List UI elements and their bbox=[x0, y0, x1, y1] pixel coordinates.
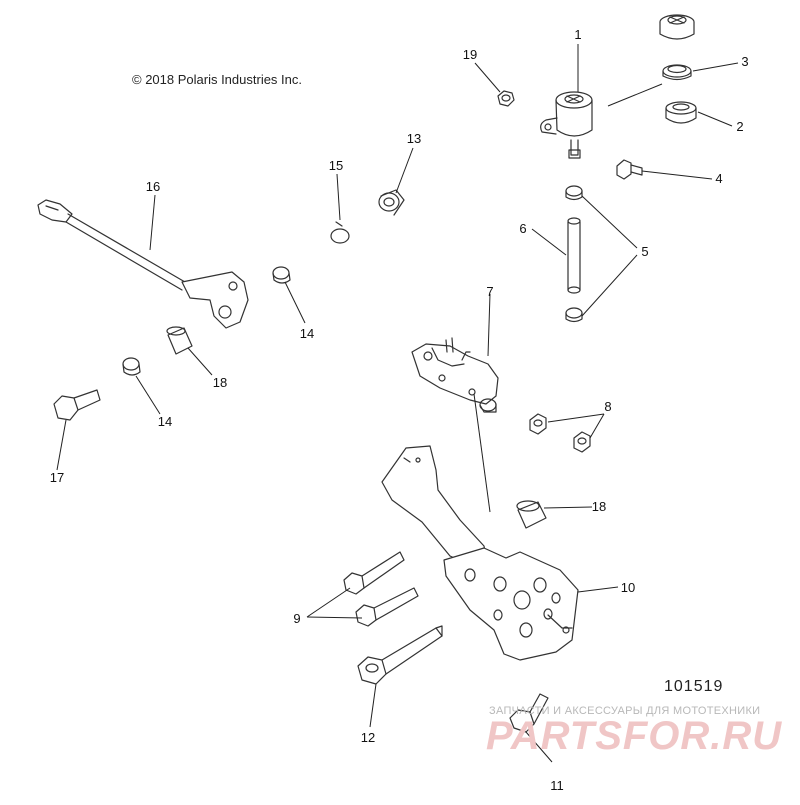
bolt-part bbox=[343, 551, 419, 627]
bracket-part bbox=[443, 547, 579, 661]
callout-14-upper: 14 bbox=[300, 326, 314, 341]
callout-14-lower: 14 bbox=[158, 414, 172, 429]
screw-part bbox=[616, 159, 643, 180]
bolt-part bbox=[357, 625, 443, 685]
callout-3: 3 bbox=[741, 54, 748, 69]
copyright-notice: © 2018 Polaris Industries Inc. bbox=[132, 72, 302, 87]
bushing-part bbox=[378, 189, 405, 216]
drawing-number: 101519 bbox=[664, 678, 724, 695]
callout-9: 9 bbox=[293, 611, 300, 626]
callout-11: 11 bbox=[550, 778, 564, 793]
callout-labels: 1 2 3 4 5 6 7 8 9 10 11 12 13 14 14 15 1… bbox=[50, 27, 749, 793]
nut-part bbox=[529, 413, 591, 453]
bushing-small-part bbox=[272, 266, 291, 284]
callout-8: 8 bbox=[604, 399, 611, 414]
callout-17: 17 bbox=[50, 470, 64, 485]
bushing-small-part bbox=[122, 357, 141, 376]
hose-part bbox=[567, 217, 581, 294]
seal-part bbox=[665, 101, 697, 124]
callout-15: 15 bbox=[329, 158, 343, 173]
bolt-part bbox=[53, 389, 101, 421]
brake-pedal-part bbox=[381, 445, 489, 567]
callout-18-right: 18 bbox=[592, 499, 606, 514]
master-cylinder-part bbox=[411, 337, 499, 413]
callout-16: 16 bbox=[146, 179, 160, 194]
clip-ring-part bbox=[330, 221, 350, 244]
nut-part bbox=[497, 90, 515, 107]
diaphragm-part bbox=[662, 64, 692, 81]
callout-18-left: 18 bbox=[213, 375, 227, 390]
spacer-part bbox=[166, 326, 193, 355]
brake-rod-part bbox=[37, 199, 249, 329]
callout-6: 6 bbox=[519, 221, 526, 236]
callout-13: 13 bbox=[407, 131, 421, 146]
callout-1: 1 bbox=[574, 27, 581, 42]
bolt-part bbox=[509, 693, 549, 733]
callout-7: 7 bbox=[486, 284, 493, 299]
callout-10: 10 bbox=[621, 580, 635, 595]
callout-4: 4 bbox=[715, 171, 722, 186]
spacer-part bbox=[516, 500, 547, 529]
watermark-tagline: ЗАПЧАСТИ И АКСЕССУАРЫ ДЛЯ МОТОТЕХНИКИ bbox=[489, 705, 761, 717]
reservoir-part bbox=[540, 91, 593, 159]
callout-12: 12 bbox=[361, 730, 375, 745]
callout-5: 5 bbox=[641, 244, 648, 259]
watermark-logo: PARTSFOR.RU bbox=[486, 714, 783, 758]
callout-2: 2 bbox=[736, 119, 743, 134]
callout-19: 19 bbox=[463, 47, 477, 62]
clamp-part bbox=[565, 185, 583, 323]
reservoir-cap bbox=[659, 14, 695, 40]
leader-lines bbox=[56, 44, 739, 763]
